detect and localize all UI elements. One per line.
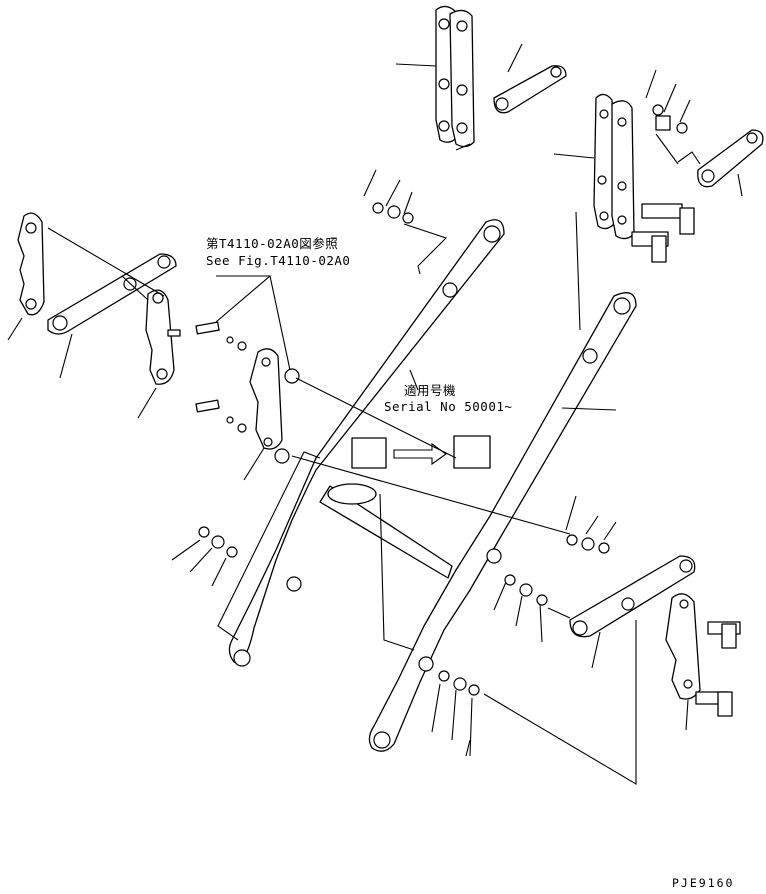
right-short-link [697, 129, 764, 188]
left-link-assembly [17, 212, 181, 385]
top-plate-2 [449, 9, 475, 148]
drawing-code: PJE9160 [672, 876, 735, 890]
inset-new [453, 435, 491, 469]
top-short-link [493, 65, 567, 114]
left-lever [145, 289, 175, 385]
left-link-bar [47, 253, 177, 335]
leader-lines [7, 43, 743, 785]
right-lower-link-assembly [569, 555, 741, 717]
top-link-assembly [435, 5, 567, 148]
bolt-upper [195, 321, 247, 351]
inset-old [351, 437, 387, 469]
right-lift-arm [368, 292, 637, 752]
bushings [198, 202, 610, 696]
bolt-lower [195, 399, 247, 433]
serial-note-en: Serial No 50001~ [384, 399, 513, 414]
left-lift-arm [228, 219, 505, 667]
serial-note-jp: 適用号機 [404, 383, 457, 398]
cross-tube [319, 483, 453, 579]
left-plate [17, 212, 45, 316]
serial-arrow [393, 442, 447, 466]
reference-note-jp: 第T4110-02A0図参照 [206, 236, 339, 251]
reference-note-en: See Fig.T4110-02A0 [206, 253, 351, 268]
right-upper-link-assembly [593, 93, 764, 263]
center-bracket [249, 348, 300, 464]
